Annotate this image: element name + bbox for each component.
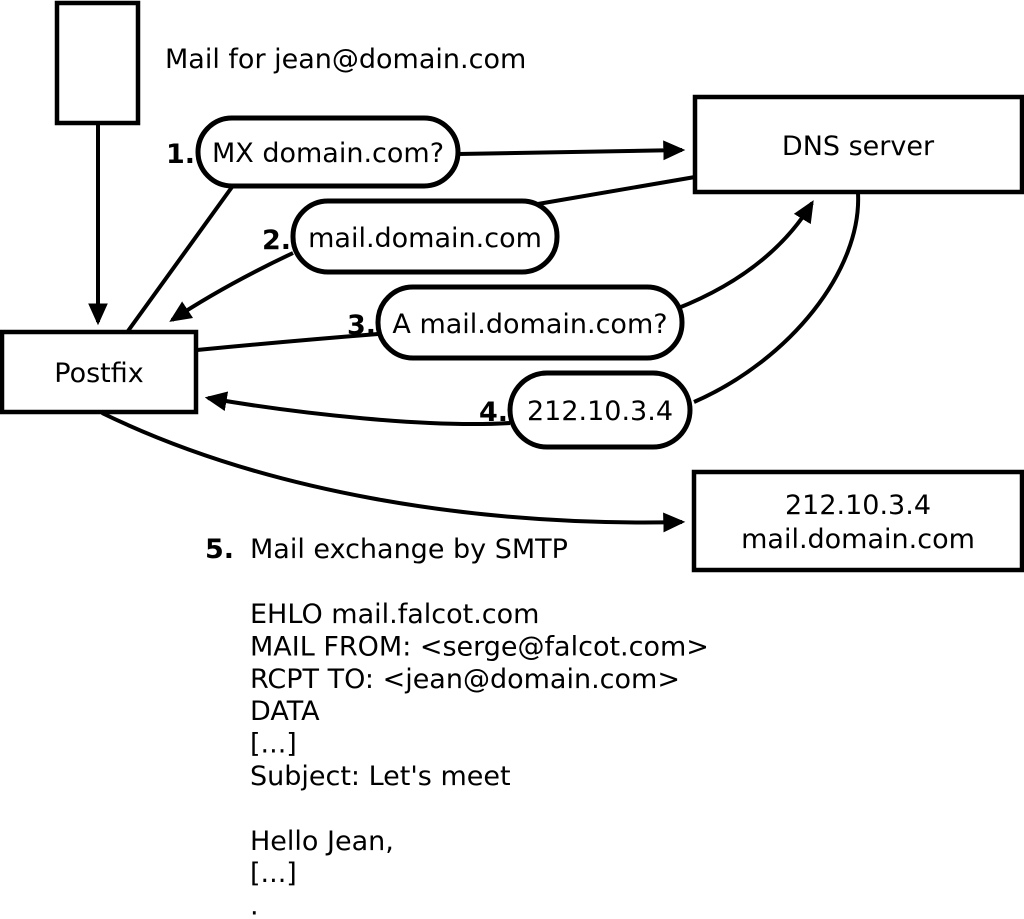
arrow-answer-a-to-postfix bbox=[204, 391, 511, 426]
step3-number: 3. bbox=[347, 310, 376, 341]
arrow-postfix-to-mail-server bbox=[101, 411, 686, 533]
line-postfix-to-query-mx bbox=[126, 185, 234, 333]
smtp-session-transcript: EHLO mail.falcot.com MAIL FROM: <serge@f… bbox=[250, 599, 709, 919]
arrow-answer-mx-to-postfix bbox=[169, 251, 294, 322]
step2-label: mail.domain.com bbox=[308, 223, 542, 254]
step1-number: 1. bbox=[166, 139, 195, 170]
line-dns-to-answer-mx bbox=[531, 175, 696, 207]
step5-number: 5. bbox=[205, 534, 234, 565]
step1-label: MX domain.com? bbox=[212, 138, 444, 169]
step5-label: Mail exchange by SMTP bbox=[250, 534, 568, 565]
step1-pill bbox=[195, 115, 461, 189]
arrow-query-mx-to-dns bbox=[457, 140, 686, 161]
step3-pill bbox=[375, 284, 685, 361]
mail-server-hostname: mail.domain.com bbox=[741, 524, 975, 555]
step2-number: 2. bbox=[262, 225, 291, 256]
mail-server-ip: 212.10.3.4 bbox=[785, 490, 931, 521]
line-dns-to-answer-a bbox=[693, 192, 861, 404]
step4-label: 212.10.3.4 bbox=[527, 396, 673, 427]
mail-note: Mail for jean@domain.com bbox=[165, 44, 526, 75]
line-postfix-to-query-a bbox=[196, 332, 379, 352]
dns-server-label: DNS server bbox=[782, 131, 935, 162]
step3-label: A mail.domain.com? bbox=[392, 309, 667, 340]
smtp-line: . bbox=[250, 891, 259, 919]
arrow-query-a-to-dns bbox=[675, 200, 814, 311]
mail-server-box bbox=[691, 469, 1024, 573]
postfix-label: Postfix bbox=[54, 358, 143, 389]
smtp-line: Subject: Let's meet bbox=[250, 761, 511, 792]
smtp-line: MAIL FROM: <serge@falcot.com> bbox=[250, 631, 709, 662]
step4-pill bbox=[507, 370, 693, 450]
smtp-line: RCPT TO: <jean@domain.com> bbox=[250, 664, 680, 695]
postfix-box bbox=[0, 329, 199, 415]
dns-server-box bbox=[692, 94, 1024, 195]
smtp-line: [...] bbox=[250, 729, 297, 760]
step2-pill bbox=[290, 198, 560, 275]
step4-number: 4. bbox=[479, 397, 508, 428]
mail-message-box bbox=[54, 0, 141, 126]
smtp-line: EHLO mail.falcot.com bbox=[250, 599, 539, 630]
smtp-line: DATA bbox=[250, 696, 320, 727]
smtp-line: Hello Jean, bbox=[250, 826, 394, 857]
smtp-line: [...] bbox=[250, 858, 297, 889]
